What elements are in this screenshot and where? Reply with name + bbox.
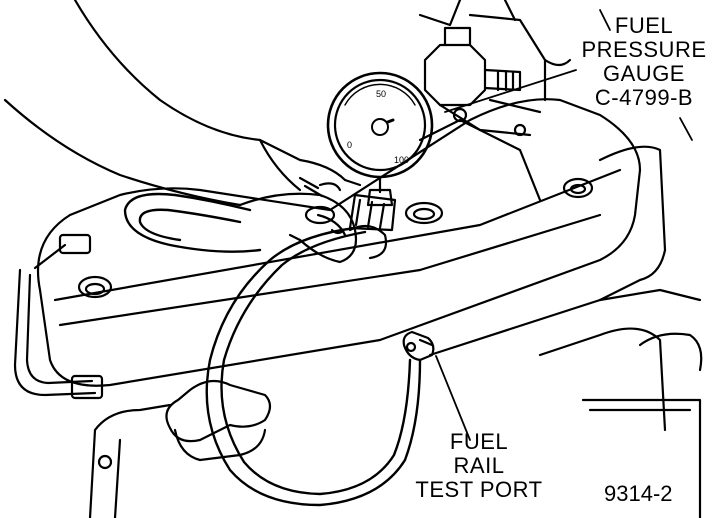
figure-number: 9314-2	[604, 481, 673, 506]
engine-cover	[36, 98, 702, 387]
callout-line: PRESSURE	[581, 37, 707, 62]
callout-fuel-rail-test-port: FUEL RAIL TEST PORT	[414, 430, 544, 502]
callout-line: RAIL	[453, 453, 505, 478]
fuel-rail	[13, 233, 104, 400]
callout-line: C-4799-B	[594, 85, 694, 110]
callout-fuel-pressure-gauge: FUEL PRESSURE GAUGE C-4799-B	[574, 14, 714, 110]
gauge-hose-coupler	[348, 193, 397, 232]
pressure-gauge: 50 100 0	[326, 71, 434, 207]
callout-line: FUEL	[449, 429, 509, 454]
gauge-mark-right: 100	[394, 155, 409, 165]
gauge-fitting	[423, 26, 542, 137]
engine-lower	[88, 327, 703, 518]
wing-nut	[165, 379, 272, 462]
gauge-mark-top: 50	[376, 89, 386, 99]
engine-upper-right	[418, 0, 572, 102]
callout-line: FUEL	[614, 13, 674, 38]
gauge-mark-left: 0	[347, 140, 352, 150]
cover-holes	[77, 177, 594, 299]
callout-line: TEST PORT	[415, 477, 543, 502]
technician-hand	[3, 0, 388, 264]
callout-line: GAUGE	[603, 61, 685, 86]
leader-lines	[435, 9, 693, 441]
test-port-fitting	[402, 330, 435, 362]
gauge-hose	[123, 192, 422, 507]
